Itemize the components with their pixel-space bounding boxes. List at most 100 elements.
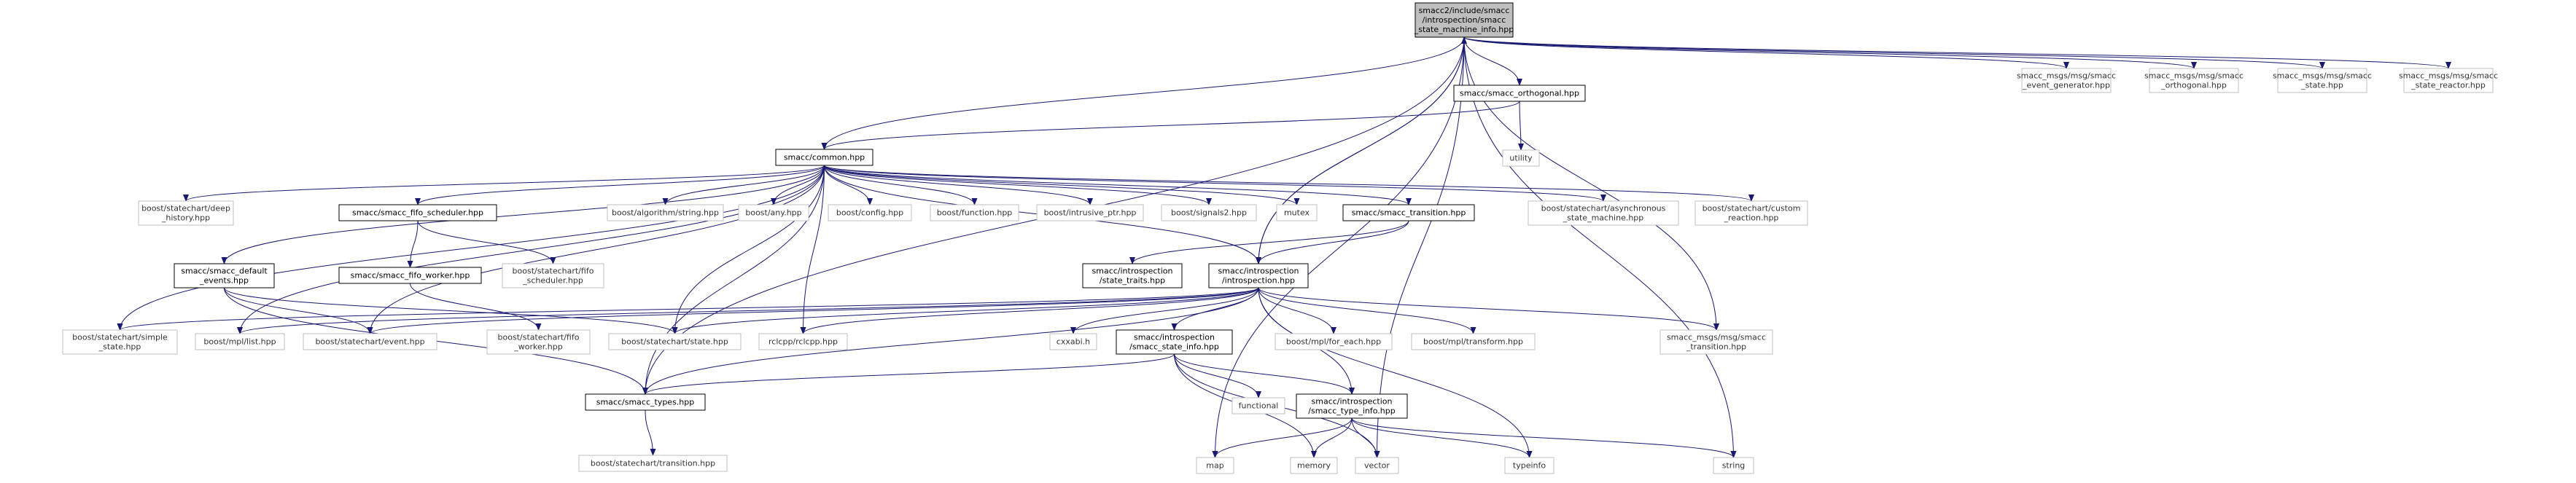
node-transition-label-line: smacc/smacc_transition.hpp <box>1352 208 1466 218</box>
edge-info-to-common <box>821 36 1465 150</box>
node-common[interactable]: smacc/common.hpp <box>775 149 873 166</box>
edge-common-to-deep_hist <box>183 165 825 202</box>
node-default_ev-box <box>174 263 275 288</box>
node-trans_msg-label-line: _transition.hpp <box>1686 342 1746 352</box>
node-sc_event-box <box>303 333 437 350</box>
node-sc_fifo_worker-label-line: _worker.hpp <box>513 342 562 352</box>
node-memory-label-line: memory <box>1297 461 1331 471</box>
node-functional-label-line: functional <box>1239 401 1279 411</box>
node-type_info-label-line: smacc/introspection <box>1312 397 1393 407</box>
node-intrusive-box <box>1036 204 1144 221</box>
edge-introspection-to-sc_event <box>367 287 1259 334</box>
node-transition-box <box>1342 204 1475 221</box>
node-function: boost/function.hpp <box>930 204 1019 221</box>
edge-transition-to-introspection <box>1256 220 1409 264</box>
node-info[interactable]: smacc2/include/smacc/introspection/smacc… <box>1414 2 1514 38</box>
node-simple_state-label-line: boost/statechart/simple <box>72 333 168 342</box>
node-string: string <box>1713 457 1754 474</box>
node-deep_hist-label-line: _history.hpp <box>161 213 210 223</box>
node-sc_transition-label-line: boost/statechart/transition.hpp <box>591 459 715 468</box>
edge-fifo_sched-to-fifo_worker <box>407 220 419 268</box>
edge-orthogonal-to-common <box>821 101 1520 150</box>
node-state_traits-label-line: /state_traits.hpp <box>1100 276 1165 286</box>
node-deep_hist: boost/statechart/deep_history.hpp <box>138 200 234 226</box>
edge-introspection-to-sc_state <box>672 287 1259 334</box>
edge-info-to-vector <box>1374 36 1465 458</box>
node-simple_state-label-line: _state.hpp <box>98 342 141 352</box>
node-typeinfo-box <box>1504 457 1554 474</box>
edge-info-to-orthogonal <box>1463 36 1522 86</box>
node-string-label-line: string <box>1722 461 1746 471</box>
edge-common-to-custom_react <box>824 165 1754 202</box>
node-introspection[interactable]: smacc/introspection/introspection.hpp <box>1208 263 1309 288</box>
edge-fifo_sched-to-sc_fifo_sched <box>417 220 556 264</box>
node-orth_msg-box <box>2149 68 2239 93</box>
node-fifo_worker[interactable]: smacc/smacc_fifo_worker.hpp <box>338 267 482 284</box>
node-default_ev[interactable]: smacc/smacc_default_events.hpp <box>174 263 275 288</box>
edge-info-to-trans_msg <box>1463 36 1719 331</box>
edge-introspection-to-mpl_transform <box>1258 287 1476 334</box>
edge-default_ev-to-sc_state <box>224 287 678 334</box>
node-for_each-box <box>1275 333 1393 350</box>
node-custom_react: boost/statechart/custom_reaction.hpp <box>1694 200 1808 226</box>
edges-layer <box>117 36 2451 458</box>
node-sc_fifo_worker-box <box>486 329 591 355</box>
node-deep_hist-label-line: boost/statechart/deep <box>141 204 230 213</box>
node-type_info[interactable]: smacc/introspection/smacc_type_info.hpp <box>1296 393 1408 419</box>
node-reactor_msg: smacc_msgs/msg/smacc_state_reactor.hpp <box>2399 68 2498 93</box>
node-fifo_sched[interactable]: smacc/smacc_fifo_scheduler.hpp <box>338 204 497 221</box>
node-function-box <box>930 204 1019 221</box>
node-vector: vector <box>1355 457 1399 474</box>
node-string-box <box>1713 457 1754 474</box>
edge-introspection-to-typeinfo <box>1258 287 1533 458</box>
node-intrusive-label-line: boost/intrusive_ptr.hpp <box>1044 208 1137 218</box>
edge-info-to-state_msg <box>1463 36 2325 69</box>
node-default_ev-label-line: smacc/smacc_default <box>181 267 268 276</box>
edge-common-to-default_ev <box>221 165 825 264</box>
edge-introspection-to-info <box>1258 36 1467 264</box>
node-info-label-line: smacc2/include/smacc <box>1419 6 1510 15</box>
node-any: boost/any.hpp <box>738 204 809 221</box>
node-trans_msg-label-line: smacc_msgs/msg/smacc <box>1667 333 1766 342</box>
node-for_each-label-line: boost/mpl/for_each.hpp <box>1286 337 1381 347</box>
node-reactor_msg-box <box>2403 68 2494 93</box>
edge-type_info-to-vector <box>1351 417 1380 458</box>
node-map-label-line: map <box>1206 461 1223 471</box>
node-sc_fifo_sched-label-line: boost/statechart/fifo <box>513 267 594 276</box>
node-for_each: boost/mpl/for_each.hpp <box>1275 333 1393 350</box>
node-fifo_sched-box <box>338 204 497 221</box>
node-async_sm-label-line: _state_machine.hpp <box>1563 213 1644 223</box>
node-state_traits-box <box>1082 263 1183 288</box>
node-types[interactable]: smacc/smacc_types.hpp <box>585 393 706 411</box>
node-custom_react-label-line: boost/statechart/custom <box>1703 204 1801 213</box>
edge-type_info-to-string <box>1351 417 1737 458</box>
node-trans_msg: smacc_msgs/msg/smacc_transition.hpp <box>1659 329 1773 355</box>
node-transition[interactable]: smacc/smacc_transition.hpp <box>1342 204 1475 221</box>
node-signals2: boost/signals2.hpp <box>1161 204 1257 221</box>
node-mpl_list: boost/mpl/list.hpp <box>195 333 285 350</box>
edge-info-to-orth_msg <box>1463 36 2197 69</box>
node-reactor_msg-label-line: _state_reactor.hpp <box>2410 81 2486 90</box>
node-vector-label-line: vector <box>1364 461 1390 471</box>
edge-type_info-to-memory <box>1311 417 1353 458</box>
node-ev_gen: smacc_msgs/msg/smacc_event_generator.hpp <box>2017 68 2116 93</box>
node-mutex: mutex <box>1276 204 1318 221</box>
node-orthogonal-box <box>1453 85 1586 102</box>
edge-common-to-alg_string <box>662 165 825 205</box>
node-state_info-box <box>1116 329 1233 355</box>
edge-introspection-to-simple_state <box>117 287 1259 331</box>
node-type_info-label-line: /smacc_type_info.hpp <box>1308 407 1395 416</box>
node-sc_fifo_sched: boost/statechart/fifo_scheduler.hpp <box>502 263 604 288</box>
node-orthogonal[interactable]: smacc/smacc_orthogonal.hpp <box>1453 85 1586 102</box>
node-async_sm: boost/statechart/asynchronous_state_mach… <box>1528 200 1679 226</box>
edge-common-to-mpl_list <box>237 165 825 334</box>
node-orth_msg-label-line: smacc_msgs/msg/smacc <box>2144 71 2244 81</box>
node-state_traits[interactable]: smacc/introspection/state_traits.hpp <box>1082 263 1183 288</box>
node-custom_react-label-line: _reaction.hpp <box>1724 213 1779 223</box>
node-sc_fifo_worker-label-line: boost/statechart/fifo <box>498 333 580 342</box>
node-mutex-label-line: mutex <box>1284 208 1310 218</box>
node-sc_transition: boost/statechart/transition.hpp <box>578 455 728 472</box>
node-state_info-label-line: smacc/introspection <box>1134 333 1215 342</box>
node-state_info[interactable]: smacc/introspection/smacc_state_info.hpp <box>1116 329 1233 355</box>
